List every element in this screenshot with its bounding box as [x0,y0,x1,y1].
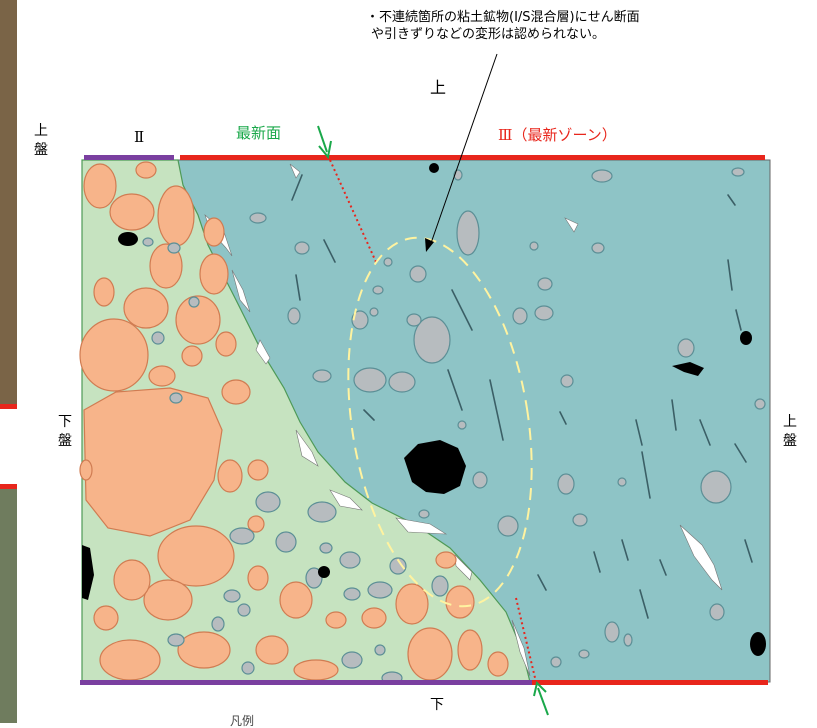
green-arrow-bottom-shaft [537,687,549,716]
grey-clasts-zone-iii [249,167,766,668]
annotation-pointer-line [429,53,498,247]
focus-dashed-ellipse [347,236,533,608]
label-left-upper-char-1: 上 [34,123,48,139]
annotation-arrowhead [425,238,434,252]
label-newest-surface: 最新面 [236,124,282,142]
newest-surface-trace-lower [515,597,537,683]
label-zone-iii-text: （最新ゾーン） [512,126,617,144]
black-opaque-minerals [82,163,766,656]
zone-ii-top-bar [84,155,174,160]
fractures [291,174,753,619]
legend-label: 凡例 [230,714,255,728]
label-right-upper-char-2: 盤 [783,432,797,449]
label-left-lower-char-2: 盤 [58,432,72,449]
newest-surface-trace-upper [329,159,377,263]
label-right-hanging-wall: 上 盤 [782,413,798,451]
green-arrow-bottom-head [533,681,547,697]
photo-strip-divider-lower [0,484,17,489]
zone-iii-top-bar [180,155,765,160]
grey-clasts-zone-ii [142,237,449,685]
label-left-footwall: 下 盤 [57,413,73,451]
label-zone-iii: Ⅲ（最新ゾーン） [498,126,617,144]
photo-strip-divider-upper [0,404,17,409]
label-zone-iii-roman: Ⅲ [498,126,513,144]
annotation-line-1: ・不連続箇所の粘土鉱物(I/S混合層)にせん断面 [366,10,640,25]
label-left-lower-char-1: 下 [58,414,72,430]
annotation-line-2: や引きずりなどの変形は認められない。 [371,27,606,42]
fault-voids [204,163,723,677]
annotation-note: ・不連続箇所の粘土鉱物(I/S混合層)にせん断面 や引きずりなどの変形は認められ… [366,9,640,43]
label-zone-ii: Ⅱ [134,128,145,146]
orange-clasts-zone-ii [79,161,509,681]
photo-strip-left-upper [0,0,17,404]
zone-ii-bottom-bar [80,680,532,685]
label-left-upper-char-2: 盤 [34,141,48,158]
label-top: 上 [430,78,447,97]
label-right-upper-char-1: 上 [783,414,797,430]
label-left-hanging-wall: 上 盤 [33,122,49,160]
photo-strip-left-lower [0,488,17,723]
zone-iii-bottom-bar [532,680,768,685]
green-arrow-top-head [318,140,332,160]
green-arrow-top-shaft [317,125,328,153]
label-bottom: 下 [430,697,444,713]
